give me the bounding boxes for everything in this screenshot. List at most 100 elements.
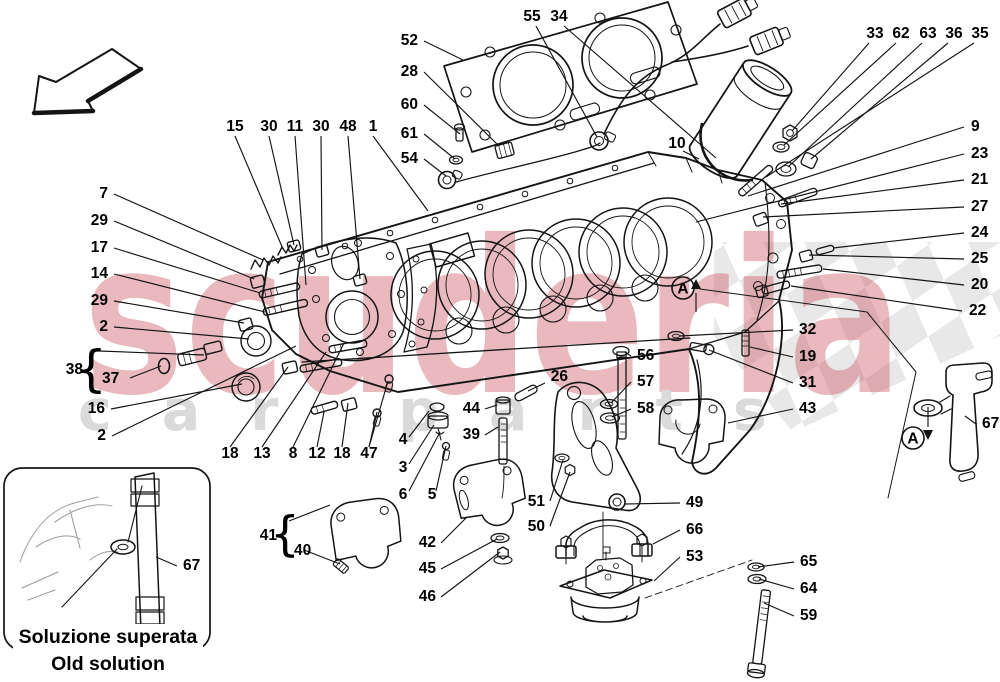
callout-14: 14 <box>91 265 109 282</box>
leader-line <box>611 408 632 418</box>
leader-line <box>372 135 429 212</box>
upper-left-fasteners <box>448 123 515 165</box>
watermark-sub-text: car parts <box>78 378 817 444</box>
callout-53: 53 <box>686 548 704 565</box>
leader-line <box>679 329 794 337</box>
callout-11: 11 <box>287 118 304 135</box>
callout-30: 30 <box>312 118 329 135</box>
callout-51: 51 <box>528 493 546 510</box>
leader-line <box>113 326 250 340</box>
old-solution-caption: Soluzione superata Old solution <box>2 624 214 678</box>
leader-line <box>347 135 361 280</box>
oil-filter <box>688 59 793 179</box>
callout-52: 52 <box>401 32 418 49</box>
leader-line <box>316 411 325 448</box>
callout-29: 29 <box>91 292 109 309</box>
leader-line <box>408 410 430 438</box>
leader-line <box>435 445 447 492</box>
crankcase-block <box>261 151 793 475</box>
leader-line <box>368 380 389 448</box>
leader-line <box>727 408 794 424</box>
leader-line <box>653 556 681 582</box>
bearing-cap-42 <box>452 458 526 527</box>
bolt-59-group <box>746 562 772 679</box>
stud-39-group <box>490 396 513 565</box>
leader-line <box>440 516 468 544</box>
leader-line <box>624 502 681 505</box>
callout-43: 43 <box>799 400 817 417</box>
callout-17: 17 <box>91 239 108 256</box>
leader-line <box>549 459 564 502</box>
callout-45: 45 <box>419 560 437 577</box>
callout-50: 50 <box>528 518 545 535</box>
leader-line <box>113 273 266 313</box>
callout-26: 26 <box>551 368 569 385</box>
leader-line <box>408 431 441 492</box>
screw-40 <box>332 558 349 574</box>
checkered-flag-watermark <box>714 242 1000 432</box>
callout-56: 56 <box>637 347 655 364</box>
leader-line <box>440 538 498 570</box>
leader-line <box>261 351 327 448</box>
leader-line <box>747 126 965 197</box>
leader-line <box>762 206 965 218</box>
old-solution-sketch <box>19 496 119 601</box>
leader-line <box>229 366 289 448</box>
old-solution-box <box>3 467 211 651</box>
valve-and-dowel-parts <box>427 384 538 461</box>
leader-line <box>549 471 571 527</box>
callout-13: 13 <box>253 445 271 462</box>
oring-10 <box>699 122 754 182</box>
callout-57: 57 <box>637 373 654 390</box>
leader-line <box>757 561 795 568</box>
detail-marker-letter: A <box>677 281 688 298</box>
callout-10: 10 <box>668 135 685 152</box>
callout-61: 61 <box>401 125 419 142</box>
callout-6: 6 <box>399 486 408 503</box>
leader-line <box>708 349 794 384</box>
leader-line <box>695 153 965 223</box>
leader-line <box>682 150 700 160</box>
leader-line <box>111 345 297 437</box>
callout-44: 44 <box>463 400 481 417</box>
mount-saddle-66 <box>555 519 653 565</box>
callout-22: 22 <box>969 302 986 319</box>
leader-line <box>652 529 681 545</box>
leader-line <box>408 424 435 465</box>
callout-32: 32 <box>799 321 816 338</box>
leader-line <box>610 381 632 404</box>
exploded-view-drawing <box>3 0 993 679</box>
callout-35: 35 <box>971 25 989 42</box>
callout-9: 9 <box>971 118 980 135</box>
callout-49: 49 <box>686 494 704 511</box>
callout-47: 47 <box>360 445 377 462</box>
direction-arrow-icon <box>31 48 144 116</box>
leader-line <box>113 193 264 261</box>
callout-39: 39 <box>463 426 481 443</box>
callout-7: 7 <box>99 185 108 202</box>
bearing-cap-43 <box>658 398 726 464</box>
leader-line <box>110 383 243 410</box>
leader-line <box>822 268 965 286</box>
leader-line <box>832 232 965 249</box>
leader-line <box>535 25 598 138</box>
callout-31: 31 <box>799 374 817 391</box>
leader-line <box>113 300 245 324</box>
callout-46: 46 <box>419 588 437 605</box>
callout-12: 12 <box>308 445 325 462</box>
leader-line <box>563 25 717 159</box>
leader-line <box>303 549 341 565</box>
leader-line <box>98 350 205 356</box>
old-solution-part <box>61 472 165 632</box>
leader-line <box>440 551 501 598</box>
detail-marker-arrow-icon <box>691 279 701 289</box>
bracket-67 <box>913 362 993 482</box>
leader-line <box>423 71 500 147</box>
callout-28: 28 <box>401 63 419 80</box>
callout-62: 62 <box>892 25 909 42</box>
right-hardware-parts <box>667 124 835 357</box>
callout-19: 19 <box>799 348 817 365</box>
detail-marker-letter: A <box>907 431 918 448</box>
mount-bracket-49 <box>550 381 641 559</box>
leader-line <box>810 42 949 160</box>
